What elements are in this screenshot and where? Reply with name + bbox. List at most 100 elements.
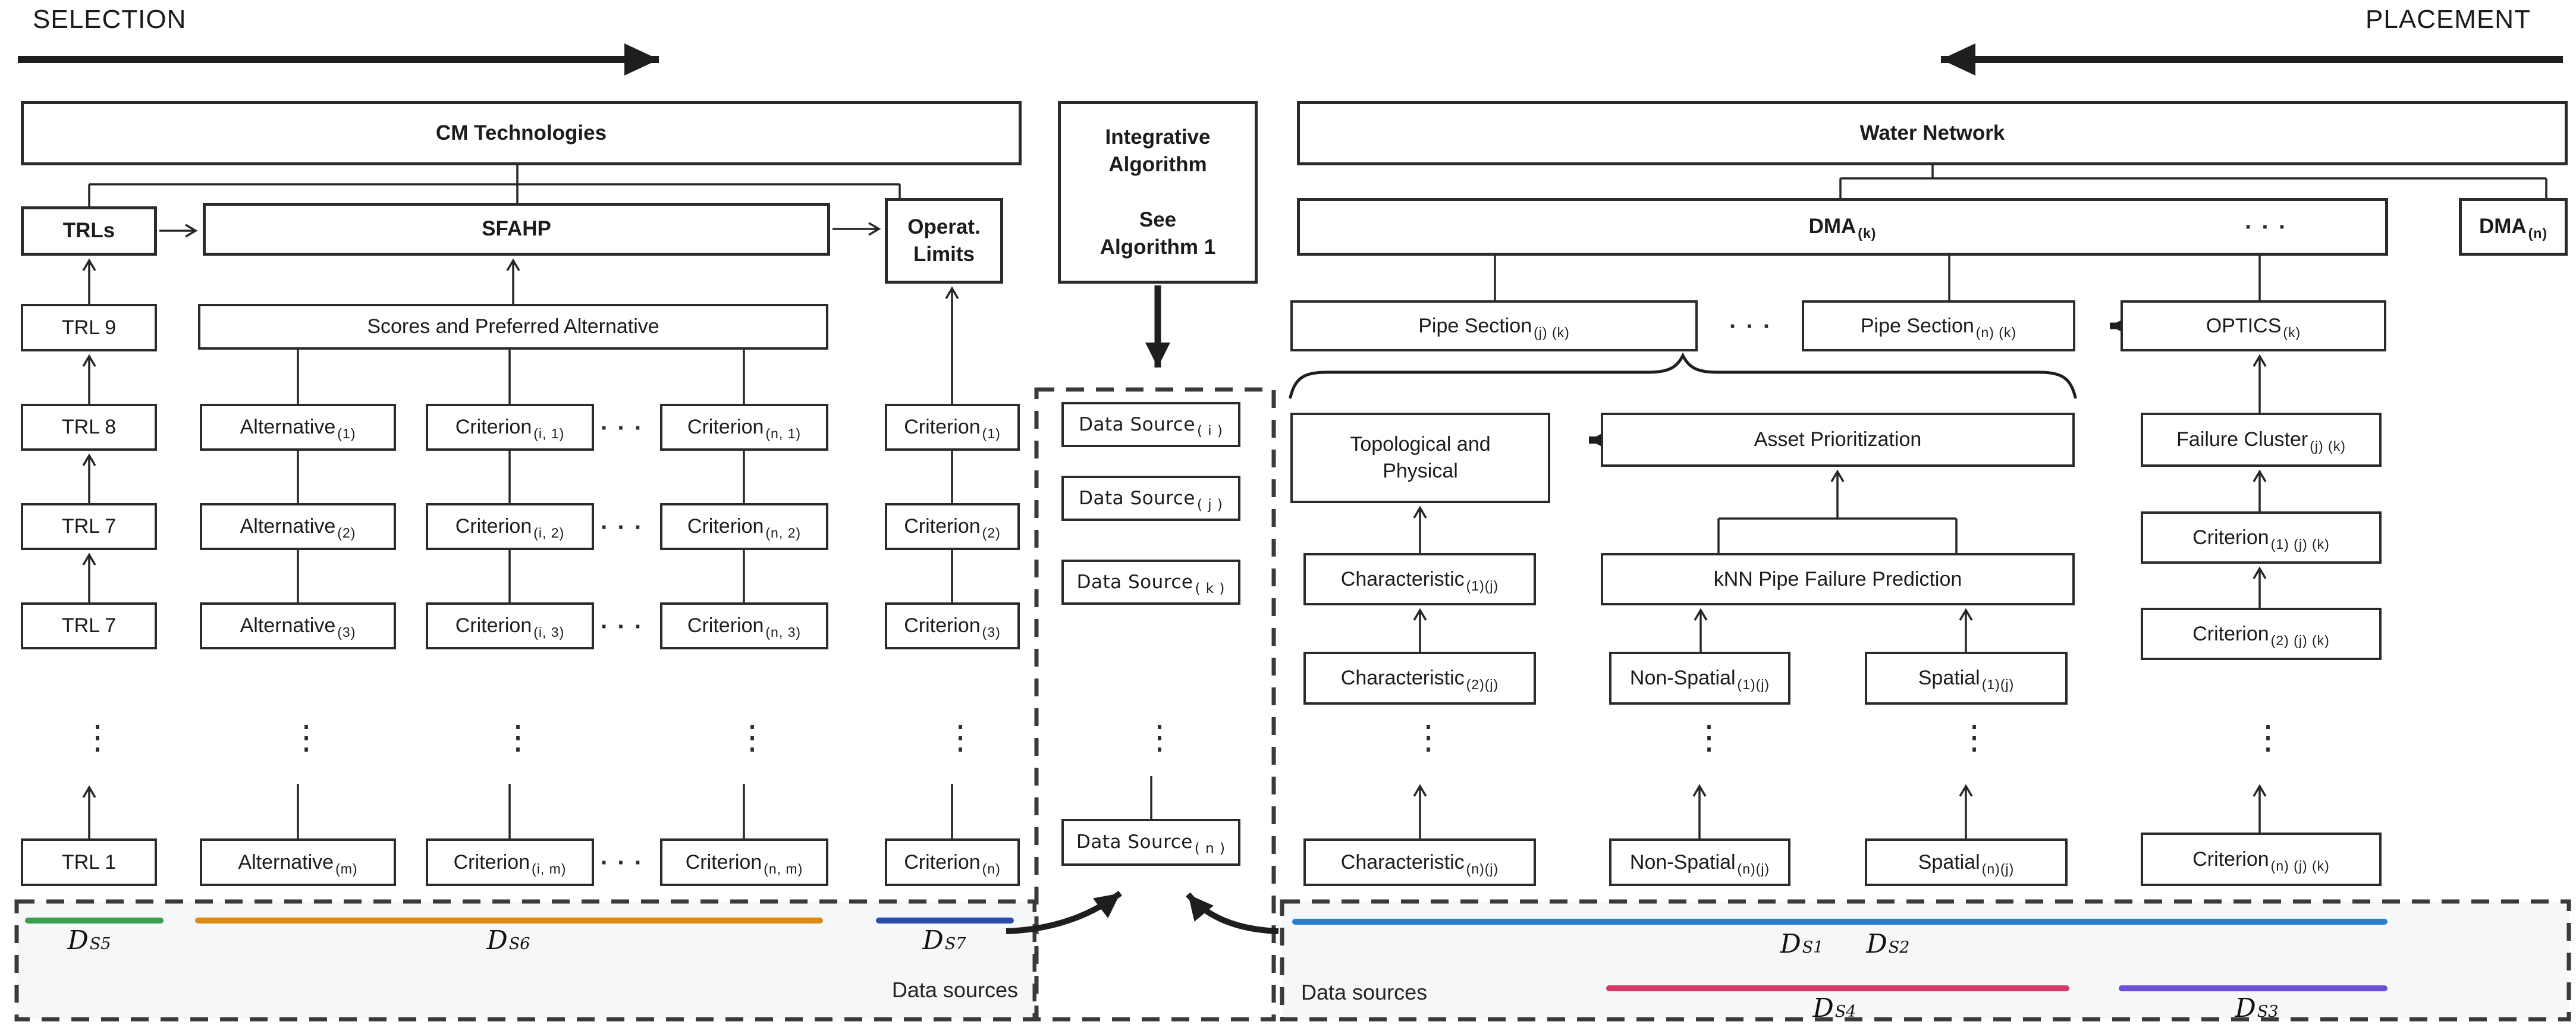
box-failure-cluster-jk: Failure Cluster(j) (k)	[2141, 413, 2382, 467]
vdots-crit-n: ⋮	[736, 718, 769, 756]
box-scores-preferred-alternative: Scores and Preferred Alternative	[198, 304, 828, 350]
box-asset-prioritization: Asset Prioritization	[1601, 413, 2075, 467]
subscript: (n, 3)	[765, 624, 802, 640]
subscript: (j) (k)	[1534, 324, 1570, 340]
subscript: ( j )	[1196, 497, 1223, 513]
box-criterion-nm: Criterion(n, m)	[660, 838, 828, 886]
subscript: (n, 1)	[765, 426, 802, 442]
subscript: (3)	[337, 624, 356, 640]
box-dma-k: DMA(k)	[1297, 198, 2388, 256]
box-knn-pipe-failure-prediction: kNN Pipe Failure Prediction	[1601, 553, 2075, 605]
label: Characteristic	[1340, 667, 1465, 690]
right-tree-arrows	[1413, 354, 2267, 838]
subscript: (n, m)	[764, 860, 803, 877]
thick-arrows	[1589, 313, 2135, 453]
data-source-underlines	[25, 918, 2387, 991]
subscript: (i, 2)	[533, 525, 565, 541]
box-alternative-2: Alternative(2)	[200, 503, 396, 550]
label: Criterion	[455, 614, 532, 637]
d-sub: S7	[944, 935, 966, 953]
box-criterion-i3: Criterion(i, 3)	[426, 602, 594, 649]
d-sub: S2	[1888, 938, 1910, 957]
subscript: (1)(j)	[1981, 677, 2015, 693]
label: Criterion	[687, 416, 764, 439]
subscript: (1)	[982, 426, 1001, 442]
hdots-row2: · · ·	[601, 514, 644, 541]
label: Criterion	[455, 416, 532, 439]
label: Criterion	[453, 850, 530, 874]
subscript: (n) (j) (k)	[2270, 857, 2330, 874]
label: Characteristic	[1340, 567, 1465, 590]
box-criterion-2: Criterion(2)	[885, 503, 1020, 550]
subscript: (n) (k)	[1975, 324, 2017, 340]
box-trl-7a: TRL 7	[21, 503, 157, 550]
box-criterion-2jk: Criterion(2) (j) (k)	[2141, 608, 2382, 660]
label: Criterion	[2192, 622, 2269, 645]
d-sub: S6	[508, 935, 530, 953]
d-symbol: D	[1780, 929, 1801, 959]
vdots-non-spatial: ⋮	[1692, 718, 1726, 756]
box-criterion-3: Criterion(3)	[885, 602, 1020, 649]
box-criterion-n: Criterion(n)	[885, 838, 1020, 886]
box-trl-1: TRL 1	[21, 838, 157, 886]
hdots-pipe: · · ·	[1729, 313, 1773, 340]
d-symbol: D	[2235, 993, 2256, 1023]
box-non-spatial-nj: Non-Spatial(n)(j)	[1609, 838, 1790, 886]
vdots-trl: ⋮	[81, 718, 114, 756]
subscript: ( i )	[1196, 423, 1223, 439]
vdots-characteristic: ⋮	[1412, 718, 1445, 756]
box-spatial-1j: Spatial(1)(j)	[1865, 652, 2068, 705]
label: Data Source	[1079, 413, 1195, 435]
subscript: (n)(j)	[1466, 860, 1499, 877]
label: Criterion	[687, 614, 764, 637]
box-trl-7b: TRL 7	[21, 602, 157, 649]
hdots-row3: · · ·	[601, 614, 644, 640]
box-operational-limits: Operat. Limits	[885, 198, 1003, 284]
box-pipe-section-jk: Pipe Section(j) (k)	[1290, 300, 1698, 351]
box-topological-physical: Topological and Physical	[1290, 413, 1550, 503]
box-criterion-i1: Criterion(i, 1)	[426, 404, 594, 451]
subscript: (n)(j)	[1737, 860, 1770, 877]
subscript: (2)(j)	[1466, 677, 1499, 693]
d-sub: S3	[2257, 1003, 2279, 1021]
vdots-crit-r: ⋮	[944, 718, 977, 756]
subscript: (n)(j)	[1981, 860, 2015, 877]
d-sub: S4	[1834, 1003, 1856, 1021]
left-tree-lines	[88, 165, 953, 838]
subscript: (1)(j)	[1466, 577, 1499, 593]
label: Non-Spatial	[1629, 667, 1736, 690]
label: Characteristic	[1340, 850, 1465, 874]
box-data-source-k: Data Source( k )	[1061, 560, 1240, 605]
label: Non-Spatial	[1629, 850, 1736, 874]
d-symbol: D	[922, 925, 944, 956]
subscript: (1)(j)	[1737, 677, 1770, 693]
box-water-network: Water Network	[1297, 101, 2568, 165]
label: Spatial	[1918, 667, 1980, 690]
subscript: (1) (j) (k)	[2270, 536, 2330, 552]
subscript: (2)	[982, 525, 1001, 541]
box-integrative-algorithm: Integrative Algorithm See Algorithm 1	[1058, 101, 1258, 284]
box-criterion-i2: Criterion(i, 2)	[426, 503, 594, 550]
box-data-source-i: Data Source( i )	[1061, 402, 1240, 447]
label: Criterion	[904, 515, 981, 538]
box-cm-technologies: CM Technologies	[21, 101, 1022, 165]
label: Criterion	[2192, 847, 2269, 871]
subscript: (1)	[337, 426, 356, 442]
box-optics-k: OPTICS(k)	[2121, 300, 2386, 351]
label: DMA	[1808, 215, 1856, 238]
subscript: (k)	[1858, 225, 1877, 241]
subscript: (i, 1)	[533, 426, 565, 442]
label: Alternative	[240, 515, 336, 538]
label: Failure Cluster	[2176, 428, 2308, 451]
box-trls: TRLs	[21, 206, 157, 256]
d-symbol: D	[486, 925, 508, 956]
d-sub: S1	[1802, 938, 1824, 957]
subscript: (k)	[2283, 324, 2301, 340]
integrative-arrows	[1006, 285, 1279, 934]
label: Criterion	[2192, 526, 2269, 549]
